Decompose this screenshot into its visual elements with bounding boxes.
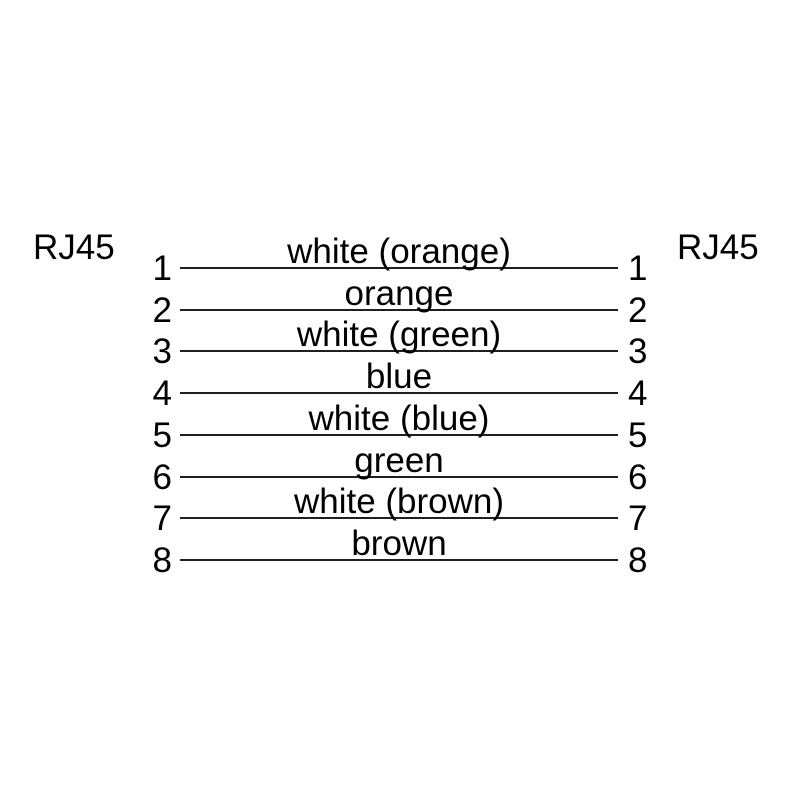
wire-line — [180, 350, 618, 353]
wire-line — [180, 558, 618, 561]
pin-number-left: 2 — [152, 290, 172, 330]
wire-line — [180, 433, 618, 436]
wire-line — [180, 517, 618, 520]
pin-number-left: 5 — [152, 415, 172, 455]
pin-number-left: 4 — [152, 374, 172, 414]
connector-label-left: RJ45 — [33, 228, 115, 267]
pin-number-left: 8 — [152, 540, 172, 580]
wire-color-label: blue — [365, 357, 433, 397]
pin-number-right: 7 — [628, 499, 648, 539]
wire-color-label: white (green) — [296, 315, 502, 355]
wire-color-label: white (blue) — [308, 398, 490, 438]
wire-line — [180, 392, 618, 395]
pin-number-left: 7 — [152, 499, 172, 539]
wire-color-label: orange — [344, 273, 454, 313]
pin-number-left: 3 — [152, 332, 172, 372]
wire-line — [180, 308, 618, 311]
wire-color-label: white (brown) — [293, 482, 505, 522]
wire-line — [180, 475, 618, 478]
wire-color-label: green — [354, 440, 444, 480]
pin-number-left: 6 — [152, 457, 172, 497]
pin-number-right: 5 — [628, 415, 648, 455]
wire-line — [180, 267, 618, 269]
pin-number-right: 4 — [628, 374, 648, 414]
pin-number-right: 3 — [628, 332, 648, 372]
pin-number-right: 1 — [628, 249, 648, 288]
wire-color-label: brown — [351, 523, 447, 563]
pin-number-right: 8 — [628, 540, 648, 580]
pin-number-left: 1 — [152, 249, 172, 288]
connector-label-right: RJ45 — [677, 228, 759, 267]
pin-number-right: 6 — [628, 457, 648, 497]
pin-number-right: 2 — [628, 290, 648, 330]
wire-color-label: white (orange) — [287, 232, 511, 271]
